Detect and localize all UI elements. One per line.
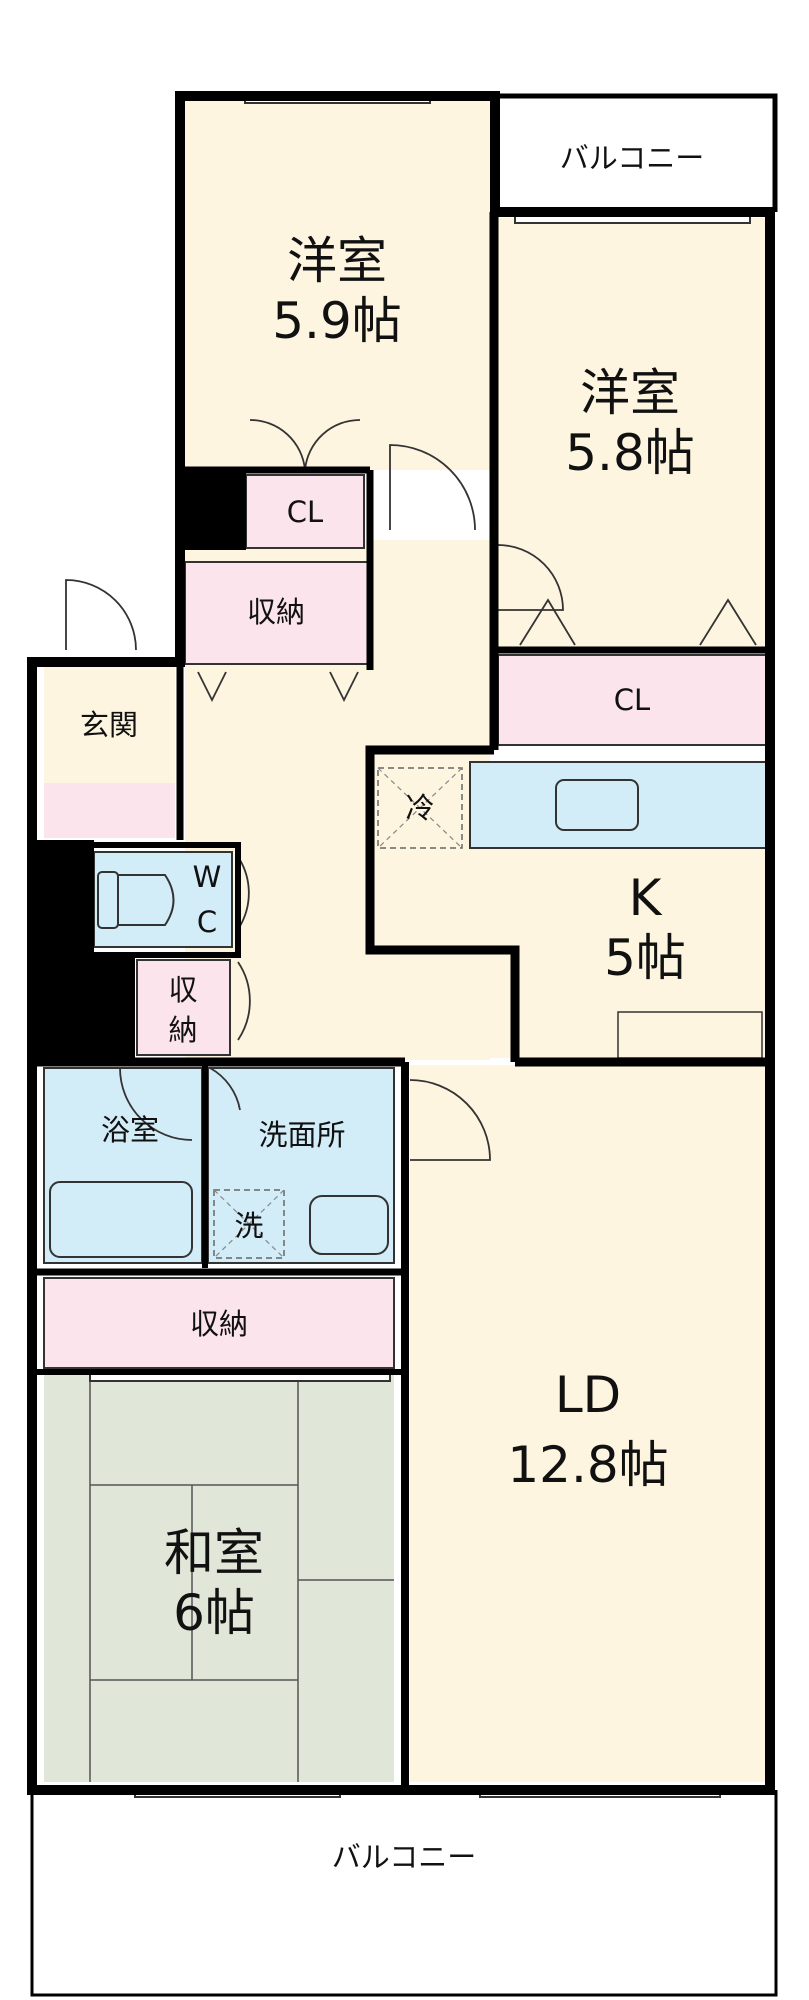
entrance-floor — [44, 665, 175, 783]
storage-2-label-bottom: 納 — [168, 1013, 197, 1047]
labels: バルコニー 洋室 5.9帖 洋室 5.8帖 CL 収納 CL 玄関 冷 K 5帖… — [80, 141, 704, 1874]
toilet-label-c: C — [197, 905, 217, 939]
japanese-room-size: 6帖 — [173, 1584, 255, 1642]
western-room-1-size: 5.9帖 — [272, 292, 402, 350]
entrance-step — [44, 783, 175, 838]
western-room-2-name: 洋室 — [580, 364, 680, 422]
storage-fills — [43, 474, 767, 1369]
doors — [65, 419, 757, 1161]
living-dining-floor — [410, 1065, 766, 1782]
hallway-floor-upper — [370, 540, 490, 750]
door-western-1 — [389, 444, 476, 531]
japanese-room-name: 和室 — [164, 1524, 264, 1582]
outer-wall — [27, 91, 775, 1795]
western-room-1-name: 洋室 — [287, 232, 387, 290]
kitchen-name: K — [629, 869, 663, 927]
closet-2-doors — [519, 598, 757, 646]
washroom-area — [207, 1067, 395, 1264]
storage-1-doors — [197, 671, 359, 703]
wash-basin-icon — [309, 1195, 389, 1255]
fridge-label: 冷 — [405, 791, 434, 825]
balcony-top-rail — [495, 93, 778, 212]
closet-1-area — [245, 474, 365, 549]
kitchen-counter — [469, 761, 767, 849]
door-western-2 — [497, 544, 564, 611]
living-dining-name: LD — [555, 1366, 621, 1424]
door-ld — [409, 1079, 491, 1161]
toilet-bowl-icon — [117, 874, 175, 926]
tatami-lines — [89, 1380, 394, 1782]
balcony-top-label: バルコニー — [560, 141, 704, 175]
western-room-2-floor — [498, 218, 766, 650]
closet-2-label: CL — [614, 683, 650, 717]
balcony-bottom-rail — [30, 1790, 778, 1997]
bathroom-label: 浴室 — [101, 1113, 159, 1147]
balcony-bottom-label: バルコニー — [332, 1840, 476, 1874]
western-room-1-floor — [185, 98, 490, 470]
washer-space — [213, 1189, 285, 1259]
storage-1-label: 収納 — [247, 595, 305, 629]
wall-blocks — [32, 470, 246, 1062]
kitchen-size: 5帖 — [604, 929, 686, 987]
storage-3-label: 収納 — [190, 1307, 248, 1341]
door-storage-2 — [237, 961, 251, 1041]
western-room-2-size: 5.8帖 — [565, 424, 695, 482]
wet-area-fills — [43, 761, 767, 1264]
kitchen-sink-icon — [555, 779, 639, 831]
storage-2-label-top: 収 — [168, 973, 197, 1007]
toilet-label-w: W — [193, 860, 222, 894]
closet-1-label: CL — [287, 495, 323, 529]
door-entrance — [65, 579, 137, 651]
living-dining-size: 12.8帖 — [507, 1436, 668, 1494]
bathtub-icon — [49, 1181, 193, 1258]
entrance-label: 玄関 — [80, 708, 138, 742]
door-toilet — [239, 859, 250, 927]
door-bathroom — [119, 1067, 193, 1141]
floor-fills — [30, 98, 776, 2000]
washroom-label: 洗面所 — [258, 1118, 345, 1152]
japanese-room-floor — [44, 1374, 394, 1782]
closet-1-doors — [249, 419, 361, 471]
balcony-top-area — [498, 98, 766, 208]
storage-2-area — [136, 959, 231, 1056]
door-washroom — [209, 1067, 241, 1111]
storage-3-area — [43, 1277, 395, 1369]
balcony-bottom-area — [30, 1792, 776, 2000]
bathroom-area — [43, 1067, 203, 1264]
washer-label: 洗 — [234, 1209, 263, 1243]
fridge-space — [377, 767, 463, 849]
